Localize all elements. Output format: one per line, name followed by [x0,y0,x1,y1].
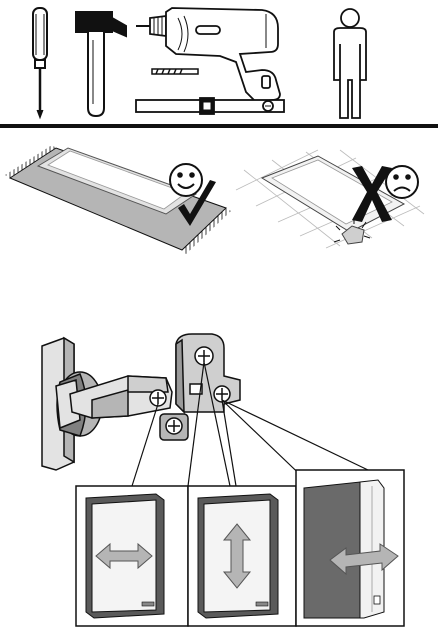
screw-side [149,389,167,407]
hinge-section [41,333,405,627]
screw-height [213,385,231,403]
vertical-double-arrow-icon [222,523,252,589]
section-divider [0,124,438,128]
tiled-floor-bad-example [235,149,425,249]
checkmark-icon [178,180,216,226]
smiley-sad-icon [385,165,419,199]
power-drill-icon [136,7,281,103]
surface-section [5,145,425,254]
horizontal-double-arrow-icon [95,542,153,570]
person-icon [333,8,367,119]
rug-good-example [5,145,231,254]
tools-section [32,7,367,120]
adjustment-depth-door [303,479,385,619]
spirit-level-icon [135,97,285,115]
smiley-happy-icon [169,163,203,197]
depth-double-arrow-icon [329,543,399,576]
screwdriver-icon [32,7,48,120]
drill-bit-icon [151,68,199,75]
x-mark-icon [352,166,392,222]
screw-depth [165,417,183,435]
hinge-arm [69,375,173,419]
hammer-icon [75,11,127,118]
